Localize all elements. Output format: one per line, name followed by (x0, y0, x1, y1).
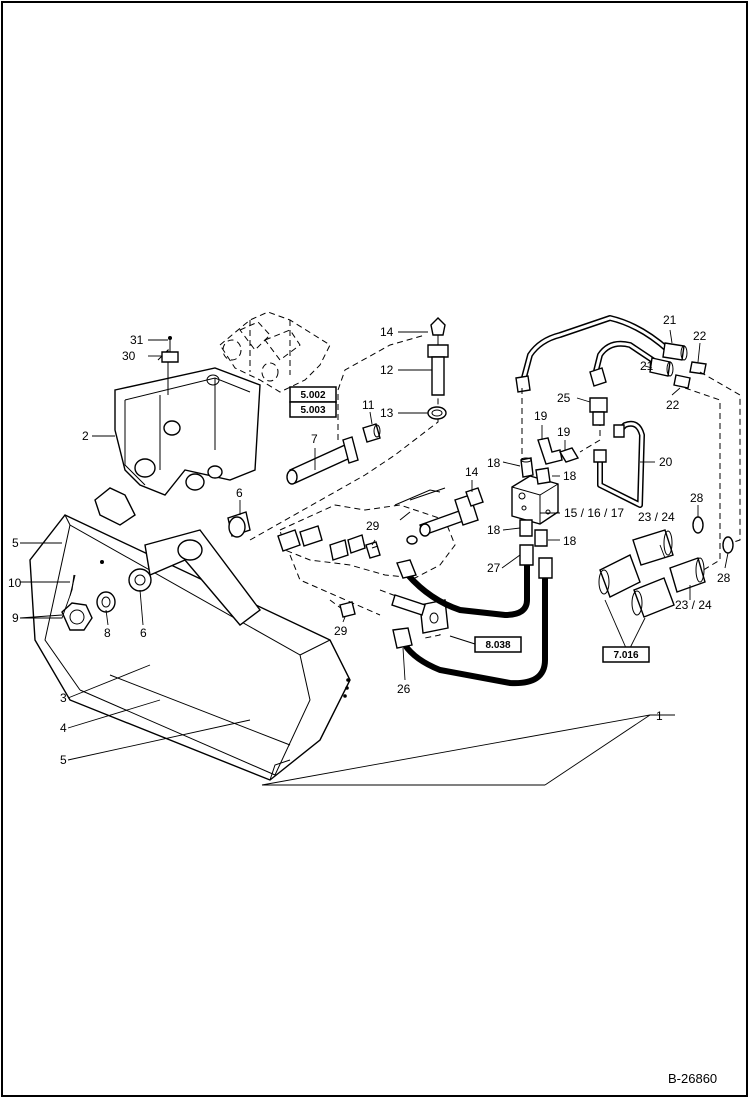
callout-9: 9 (12, 611, 19, 625)
fitting-21-a (662, 342, 688, 361)
pin-10 (71, 574, 75, 591)
leader-lines (19, 329, 729, 786)
callout-12: 12 (380, 363, 394, 377)
assembly-line-a (249, 395, 439, 541)
grease-fitting-14 (430, 317, 446, 336)
callout-28-b: 28 (717, 571, 731, 585)
hose-26 (392, 557, 553, 687)
reference-box-7016: 7.016 (602, 646, 650, 663)
cylinder-dashed (277, 504, 456, 639)
fitting-25 (589, 397, 608, 426)
reference-8038-leader (449, 635, 476, 645)
fitting-14-lower (465, 487, 484, 507)
callout-21-b: 21 (640, 359, 654, 373)
callout-8: 8 (104, 626, 111, 640)
callout-26: 26 (397, 682, 411, 696)
reference-box-8038: 8.038 (474, 636, 522, 653)
pin-7 (286, 436, 359, 485)
callout-27: 27 (487, 561, 501, 575)
fitting-18-c (519, 519, 533, 537)
reference-box-5002: 5.002 (289, 386, 337, 403)
callout-1: 1 (656, 709, 663, 723)
callout-5-upper: 5 (12, 536, 19, 550)
fitting-22-b (673, 374, 691, 389)
callout-19-b: 19 (557, 425, 571, 439)
callout-21-a: 21 (663, 313, 677, 327)
callout-29-upper: 29 (366, 519, 380, 533)
callout-23-24-b: 23 / 24 (675, 598, 712, 612)
fitting-29-lower (339, 601, 356, 618)
hose-upper-21-right (589, 340, 662, 387)
callout-20: 20 (659, 455, 673, 469)
hose-27 (396, 544, 534, 619)
coupler-23-24-upper (598, 529, 674, 598)
callout-11: 11 (362, 398, 375, 412)
callout-2: 2 (82, 429, 89, 443)
adapter-frame-2 (114, 348, 261, 496)
fitting-18-a (520, 457, 534, 478)
callout-6-upper: 6 (236, 486, 243, 500)
assembly-line-d (699, 371, 741, 546)
callout-28-a: 28 (690, 491, 704, 505)
callout-18-c: 18 (487, 523, 501, 537)
callout-4: 4 (60, 721, 67, 735)
fitting-18-d (534, 529, 548, 547)
callout-18-d: 18 (563, 534, 577, 548)
callout-18-b: 18 (563, 469, 577, 483)
callout-14-upper: 14 (380, 325, 394, 339)
callout-7: 7 (311, 432, 318, 446)
piston-rod (394, 487, 479, 545)
reference-7016: 7.016 (613, 650, 638, 661)
fitting-29-upper (365, 541, 381, 559)
callout-19-a: 19 (534, 409, 548, 423)
fitting-21-b (649, 357, 674, 377)
callout-10: 10 (8, 576, 22, 590)
o-ring-28-a (692, 516, 704, 534)
callout-13: 13 (380, 406, 394, 420)
callout-31: 31 (130, 333, 144, 347)
callout-22-b: 22 (666, 398, 680, 412)
washer-8 (96, 591, 116, 613)
fitting-18-b (535, 467, 551, 485)
callout-25: 25 (557, 391, 571, 405)
assembly-line-e (684, 387, 721, 579)
callout-23-24-a: 23 / 24 (638, 510, 675, 524)
callout-6-lower: 6 (140, 626, 147, 640)
ring-13 (427, 406, 447, 420)
reference-5002: 5.002 (300, 390, 325, 401)
bucket (29, 487, 351, 781)
bushing-6-upper (227, 511, 251, 538)
figure-code: B-26860 (668, 1071, 717, 1086)
elbow-19-a (537, 437, 563, 465)
callout-labels: 31 30 2 5 6 10 9 8 6 3 4 5 7 11 14 12 13… (8, 313, 731, 767)
callout-5-lower: 5 (60, 753, 67, 767)
callout-22-a: 22 (693, 329, 707, 343)
bracket-30-31 (161, 336, 179, 363)
pin-12 (427, 335, 449, 396)
quick-coupler-dashed (219, 311, 331, 393)
coupler-23-24-lower (631, 557, 706, 618)
elbow-19-b (558, 447, 580, 463)
reference-5003: 5.003 (300, 405, 325, 416)
callout-15-16-17: 15 / 16 / 17 (564, 506, 624, 520)
tube-20 (593, 420, 645, 508)
fitting-11 (362, 423, 381, 443)
o-ring-28-b (722, 536, 734, 554)
bucket-linkage (128, 529, 261, 626)
callout-3: 3 (60, 691, 67, 705)
callout-29-lower: 29 (334, 624, 348, 638)
reference-box-5003: 5.003 (289, 401, 337, 418)
fitting-22-a (689, 361, 707, 375)
callout-18-a: 18 (487, 456, 501, 470)
callout-30: 30 (122, 349, 136, 363)
reference-8038: 8.038 (485, 640, 510, 651)
assembly-line-b (337, 334, 426, 440)
hose-upper-21-left (515, 315, 670, 393)
callout-14-lower: 14 (465, 465, 479, 479)
valve-block-15-16-17 (511, 475, 559, 525)
